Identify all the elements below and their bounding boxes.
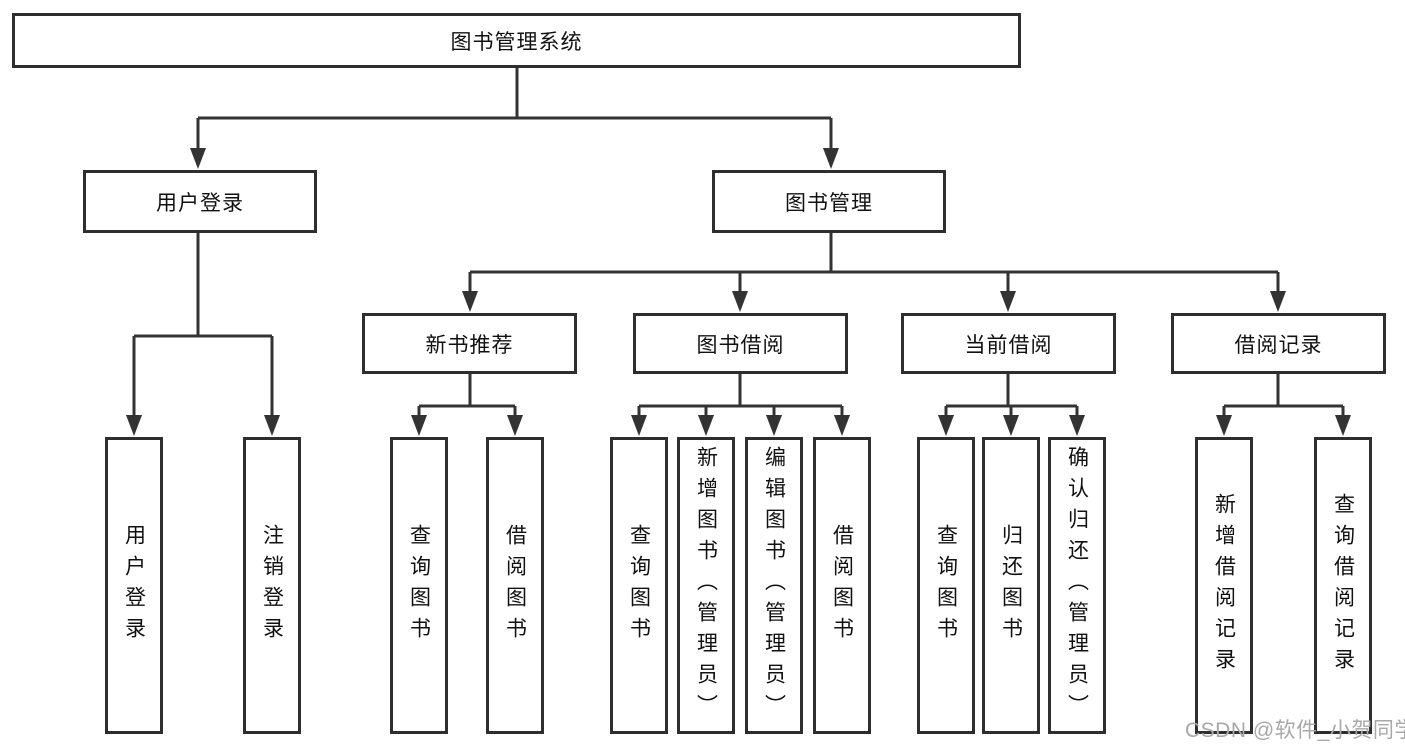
leaf-confirm-return-admin: 确认归还（管理员） bbox=[1048, 437, 1106, 734]
leaf-query-books-recommend: 查询图书 bbox=[390, 437, 448, 734]
connector-user-login bbox=[126, 233, 280, 436]
leaf-user-login-label: 用户登录 bbox=[122, 523, 146, 648]
connector-current-borrow bbox=[938, 374, 1085, 436]
node-borrow-records: 借阅记录 bbox=[1171, 313, 1386, 374]
leaf-borrow-books-recommend-label: 借阅图书 bbox=[503, 523, 527, 648]
leaf-borrow-books-label: 借阅图书 bbox=[830, 523, 854, 648]
leaf-edit-books-admin: 编辑图书（管理员） bbox=[745, 437, 803, 734]
node-user-login: 用户登录 bbox=[83, 170, 317, 233]
leaf-query-books-recommend-label: 查询图书 bbox=[407, 523, 431, 648]
leaf-user-login: 用户登录 bbox=[105, 437, 163, 734]
leaf-add-books-admin: 新增图书（管理员） bbox=[677, 437, 735, 734]
node-root: 图书管理系统 bbox=[12, 13, 1021, 68]
node-current-borrow: 当前借阅 bbox=[901, 313, 1116, 374]
leaf-query-borrow-record: 查询借阅记录 bbox=[1314, 437, 1372, 734]
leaf-query-books-borrow-label: 查询图书 bbox=[627, 523, 651, 648]
leaf-query-borrow-record-label: 查询借阅记录 bbox=[1331, 492, 1355, 679]
leaf-query-books-borrow: 查询图书 bbox=[610, 437, 668, 734]
connector-root bbox=[190, 68, 839, 169]
leaf-return-books: 归还图书 bbox=[982, 437, 1040, 734]
leaf-return-books-label: 归还图书 bbox=[999, 523, 1023, 648]
connector-borrow-records bbox=[1216, 374, 1351, 436]
connector-new-book-recommend bbox=[411, 374, 523, 436]
leaf-borrow-books: 借阅图书 bbox=[813, 437, 871, 734]
connector-book-borrow bbox=[631, 374, 850, 436]
leaf-confirm-return-admin-label: 确认归还（管理员） bbox=[1065, 446, 1089, 725]
leaf-add-borrow-record: 新增借阅记录 bbox=[1195, 437, 1253, 734]
watermark: CSDN @软件_小贺同学 bbox=[1185, 719, 1405, 742]
leaf-edit-books-admin-label: 编辑图书（管理员） bbox=[762, 446, 786, 725]
leaf-logout: 注销登录 bbox=[243, 437, 301, 734]
leaf-logout-label: 注销登录 bbox=[260, 523, 284, 648]
leaf-query-books-current-label: 查询图书 bbox=[934, 523, 958, 648]
connector-book-management bbox=[462, 233, 1286, 312]
leaf-add-borrow-record-label: 新增借阅记录 bbox=[1212, 492, 1236, 679]
node-new-book-recommend: 新书推荐 bbox=[362, 313, 577, 374]
node-book-borrow: 图书借阅 bbox=[633, 313, 848, 374]
leaf-borrow-books-recommend: 借阅图书 bbox=[486, 437, 544, 734]
leaf-query-books-current: 查询图书 bbox=[917, 437, 975, 734]
node-book-management: 图书管理 bbox=[712, 170, 946, 233]
leaf-add-books-admin-label: 新增图书（管理员） bbox=[694, 446, 718, 725]
